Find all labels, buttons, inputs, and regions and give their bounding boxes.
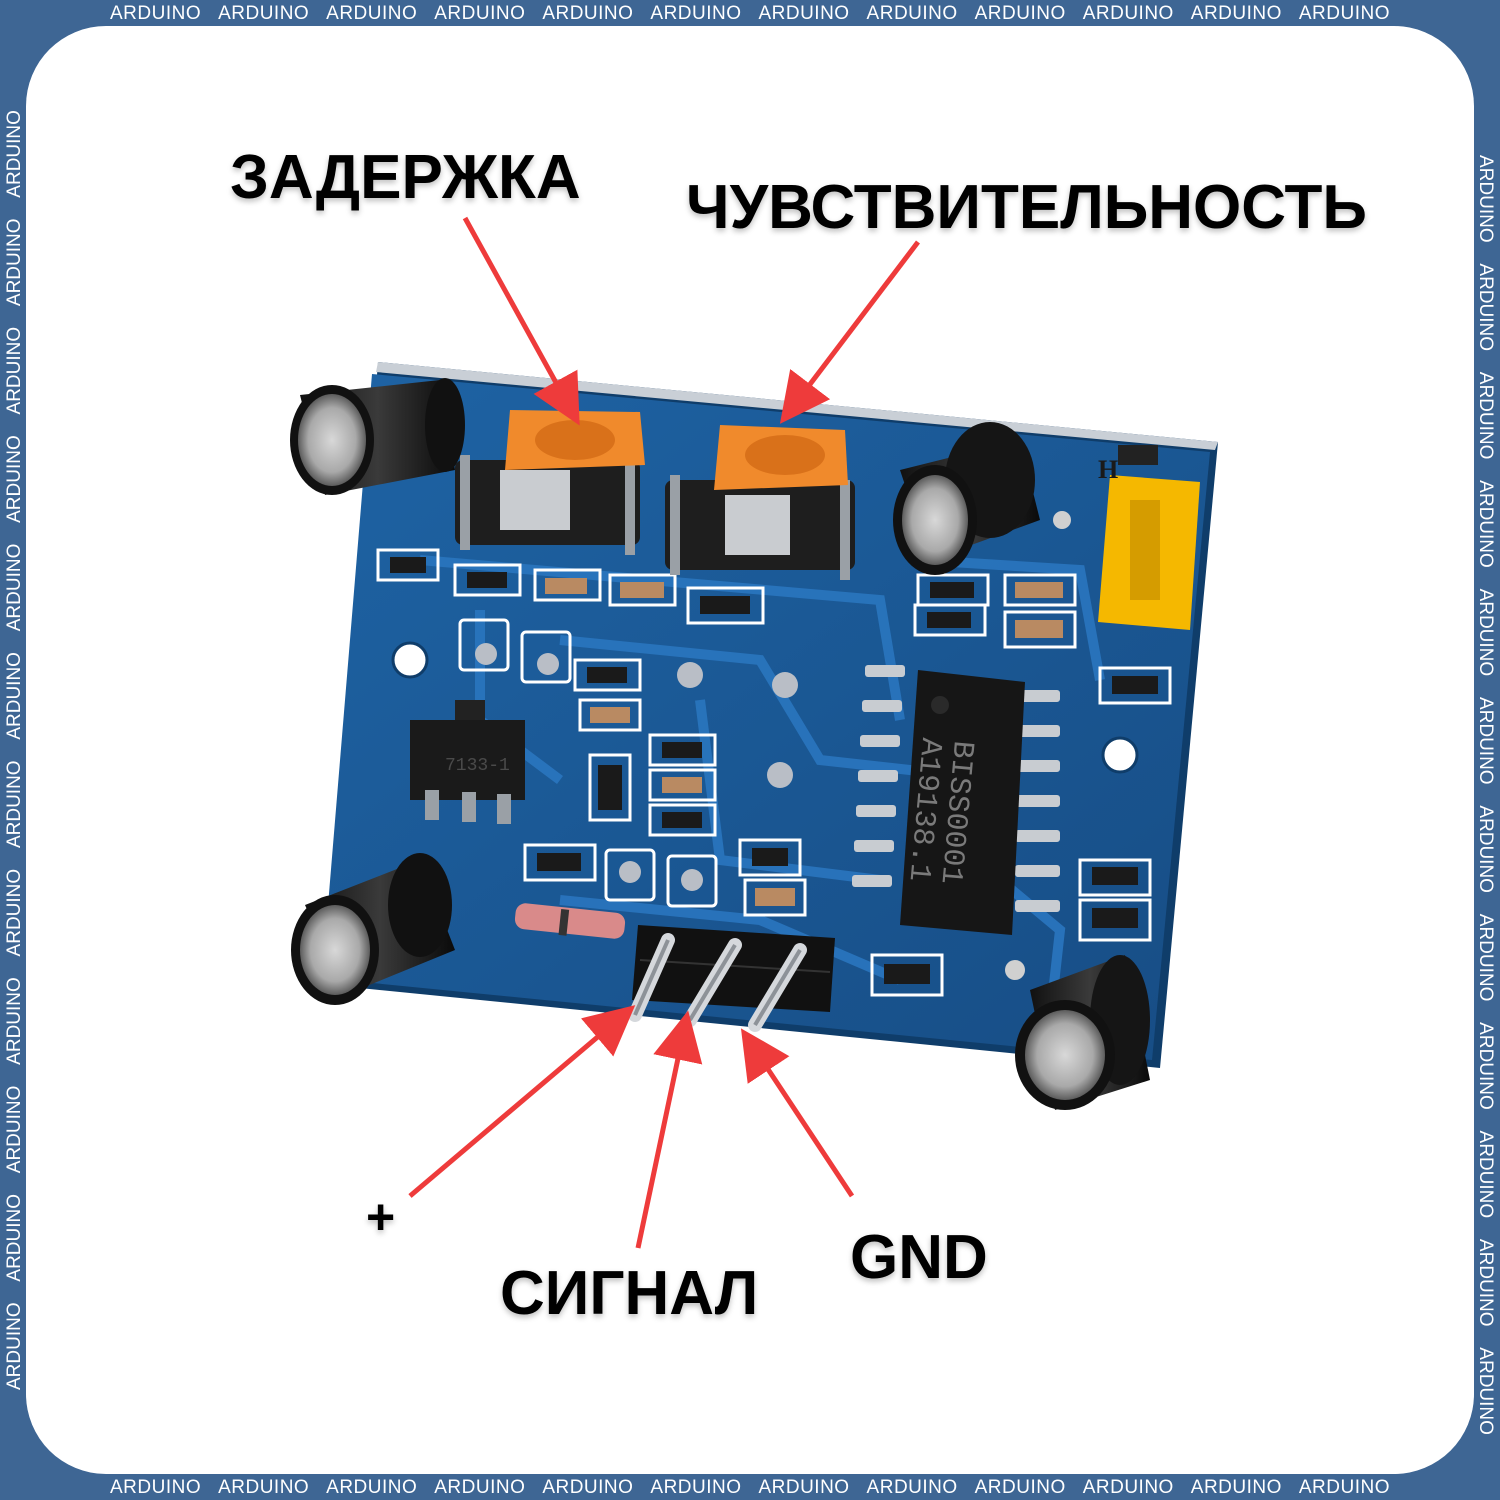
border-word: ARDUINO (326, 1477, 418, 1498)
jumper-label: H (1098, 455, 1118, 484)
border-word: ARDUINO (866, 3, 958, 24)
border-word: ARDUINO (110, 1477, 202, 1498)
border-word: ARDUINO (1298, 3, 1390, 24)
border-word: ARDUINO (866, 1477, 958, 1498)
label-sensitivity: ЧУВСТВИТЕЛЬНОСТЬ (686, 173, 1367, 242)
border-word: ARDUINO (758, 3, 850, 24)
capacitor-top-right (893, 422, 1040, 575)
label-delay: ЗАДЕРЖКА (230, 143, 581, 212)
border-word: ARDUINO (1298, 1477, 1390, 1498)
pads (458, 618, 718, 908)
border-word: ARDUINO (218, 1477, 310, 1498)
arrow-signal (635, 1010, 703, 1249)
capacitor-bottom-left (291, 853, 455, 1005)
label-signal: СИГНАЛ (500, 1259, 759, 1328)
border-word: ARDUINO (974, 1477, 1066, 1498)
label-plus: + (366, 1189, 396, 1245)
border-word: ARDUINO (1190, 3, 1282, 24)
capacitor-bottom-right (1015, 955, 1150, 1110)
border-word: ARDUINO (1190, 1477, 1282, 1498)
arrow-sensitivity (779, 240, 920, 424)
diode (514, 903, 626, 939)
border-bottom-text: ARDUINO ARDUINO ARDUINO ARDUINO ARDUINO ARDUI… (110, 1477, 1390, 1499)
border-word: ARDUINO (326, 3, 418, 24)
label-gnd: GND (850, 1223, 988, 1292)
smd-components (376, 548, 1172, 997)
border-word: ARDUINO (542, 1477, 634, 1498)
capacitor-top-left (290, 378, 465, 495)
sensitivity-potentiometer (665, 425, 855, 580)
annotation-arrows (408, 216, 920, 1249)
header-pins (628, 925, 835, 1032)
arrow-gnd (740, 1028, 855, 1198)
biss0001-chip: BISS0001 A19138.1 (852, 665, 1060, 935)
border-word: ARDUINO (1082, 3, 1174, 24)
border-word: ARDUINO (974, 3, 1066, 24)
border-word: ARDUINO (110, 3, 202, 24)
border-top-text: ARDUINO ARDUINO ARDUINO ARDUINO ARDUINO ARDUI… (110, 3, 1390, 25)
voltage-regulator: 7133-1 (410, 700, 525, 824)
border-word: ARDUINO (218, 3, 310, 24)
border-word: ARDUINO (542, 3, 634, 24)
jumper: H (1098, 445, 1200, 630)
border-word: ARDUINO (650, 1477, 742, 1498)
border-word: ARDUINO (650, 3, 742, 24)
arrow-delay (462, 216, 580, 426)
border-word: ARDUINO (758, 1477, 850, 1498)
border-word: ARDUINO (434, 3, 526, 24)
regulator-text: 7133-1 (445, 756, 510, 776)
border-word: ARDUINO (1082, 1477, 1174, 1498)
arrow-plus (408, 1005, 636, 1198)
border-word: ARDUINO (434, 1477, 526, 1498)
